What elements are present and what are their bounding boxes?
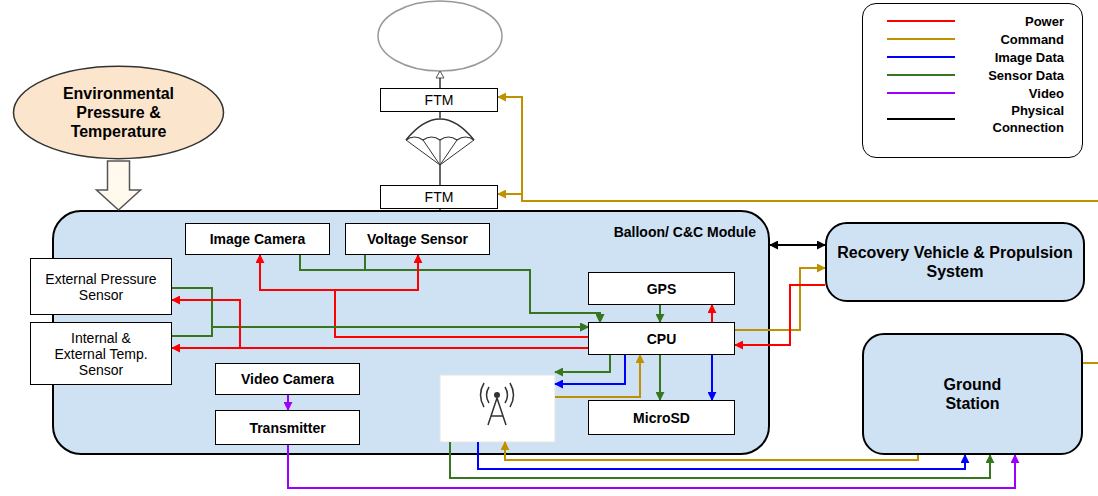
balloon-knot <box>436 71 444 78</box>
signal-wire <box>287 395 289 410</box>
environment-ellipse: Environmental Pressure & Temperature <box>12 65 225 160</box>
module-title: Balloon/ C&C Module <box>614 224 756 241</box>
signal-wire <box>172 347 588 349</box>
legend-box: PowerCommandImage DataSensor DataVideoPh… <box>862 3 1083 158</box>
parachute-canopy <box>406 119 474 140</box>
signal-wire <box>770 244 825 246</box>
legend-label: Power <box>955 13 1082 30</box>
balloon <box>378 1 502 71</box>
component-box: Voltage Sensor <box>345 223 490 255</box>
legend-label: Image Data <box>955 49 1082 66</box>
node-label: Transmitter <box>249 420 325 436</box>
storage-box: MicroSD <box>588 400 735 435</box>
node-label: Ground Station <box>928 375 1018 413</box>
legend-swatch <box>887 56 955 58</box>
node-label: Internal & External Temp. Sensor <box>46 330 156 378</box>
node-label: FTM <box>425 189 454 205</box>
component-box: Video Camera <box>215 363 360 395</box>
node-label: Recovery Vehicle & Propulsion System <box>837 243 1073 281</box>
sensor-box: External Pressure Sensor <box>30 258 172 315</box>
antenna-icon <box>488 398 506 425</box>
tether <box>439 78 441 88</box>
legend-label: Command <box>955 31 1082 48</box>
node-label: MicroSD <box>633 410 690 426</box>
node-label: GPS <box>647 281 677 297</box>
legend-label: Physical Connection <box>955 102 1082 136</box>
legend-swatch <box>887 74 955 76</box>
cell-box <box>440 375 555 442</box>
legend-swatch <box>887 118 955 120</box>
signal-wire <box>659 355 661 400</box>
station-box: Ground Station <box>862 333 1083 455</box>
vehicle-box: Recovery Vehicle & Propulsion System <box>825 222 1085 302</box>
node-label: Image Camera <box>210 231 306 247</box>
component-box: Transmitter <box>215 410 360 445</box>
node-label: CPU <box>647 331 677 347</box>
legend-row: Video <box>863 84 1082 102</box>
legend-row: Power <box>863 12 1082 30</box>
command-wire <box>498 193 522 195</box>
sensor-box: Internal & External Temp. Sensor <box>30 322 172 385</box>
legend-label: Video <box>955 85 1082 102</box>
ftm-box: FTM <box>380 185 498 209</box>
ellipse-outline <box>13 66 223 158</box>
parachute-lines <box>406 140 474 165</box>
legend-row: Sensor Data <box>863 66 1082 84</box>
parachute-canopy <box>406 137 474 140</box>
signal-wire <box>711 305 713 322</box>
node-label: Environmental Pressure & Temperature <box>54 84 184 141</box>
ftm-box: FTM <box>380 88 498 112</box>
tether <box>439 165 441 185</box>
legend-swatch <box>887 20 955 22</box>
component-box: GPS <box>588 272 735 305</box>
node-label: Video Camera <box>241 371 334 387</box>
signal-wire <box>659 305 661 322</box>
node-label: Voltage Sensor <box>367 231 468 247</box>
input-arrow <box>97 161 141 210</box>
legend-row: Image Data <box>863 48 1082 66</box>
legend-swatch <box>887 38 955 40</box>
cpu-box: CPU <box>588 322 735 355</box>
legend-label: Sensor Data <box>955 67 1082 84</box>
signal-wire <box>711 355 713 400</box>
component-box: Image Camera <box>185 223 330 255</box>
antenna-icon <box>481 383 514 407</box>
antenna-icon <box>494 392 500 398</box>
command-wire <box>1083 362 1098 364</box>
legend-row: Command <box>863 30 1082 48</box>
legend-row: Physical Connection <box>863 102 1082 136</box>
legend-swatch <box>887 92 955 94</box>
node-label: External Pressure Sensor <box>44 271 159 303</box>
node-label: FTM <box>425 92 454 108</box>
